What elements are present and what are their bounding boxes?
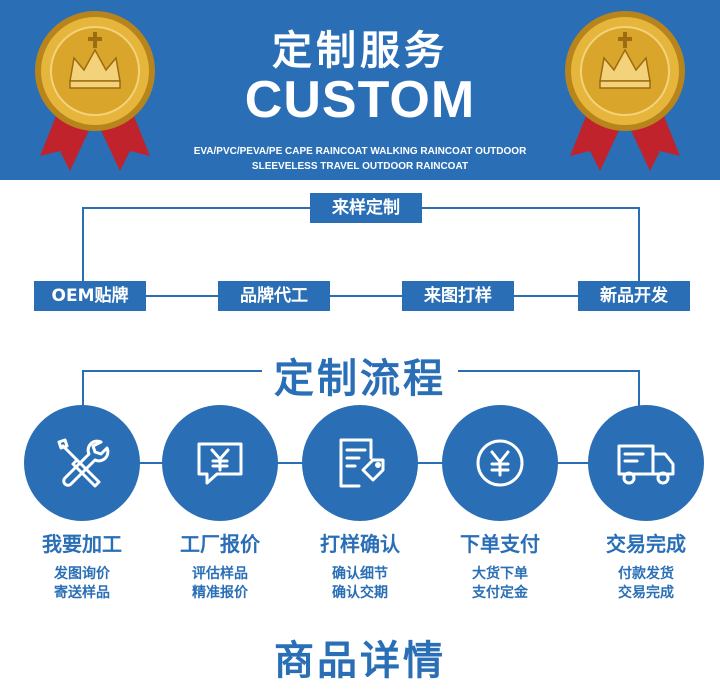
details-title: 商品详情 <box>274 638 446 684</box>
subtitle-line-2: SLEEVELESS TRAVEL OUTDOOR RAINCOAT <box>251 161 469 172</box>
yen-chat-icon <box>197 442 243 485</box>
title-cn: 定制服务 <box>272 28 448 74</box>
step-circle-5 <box>588 405 704 521</box>
tree-bottom-line <box>82 295 640 297</box>
step-desc-5a: 付款发货 <box>618 566 674 582</box>
process-title: 定制流程 <box>0 346 720 404</box>
step-circle-1 <box>24 405 140 521</box>
step-title-5: 交易完成 <box>606 532 686 556</box>
step-desc-3a: 确认细节 <box>332 566 388 582</box>
service-item-brand: 品牌代工 <box>218 281 330 311</box>
step-title-3: 打样确认 <box>320 532 400 556</box>
step-desc-5b: 交易完成 <box>618 585 674 601</box>
step-circle-3 <box>302 405 418 521</box>
step-desc-4a: 大货下单 <box>472 566 528 582</box>
subtitle-line-1: EVA/PVC/PEVA/PE CAPE RAINCOAT WALKING RA… <box>193 146 527 157</box>
tools-icon <box>57 438 110 488</box>
step-title-2: 工厂报价 <box>180 532 260 556</box>
step-desc-2a: 评估样品 <box>192 566 248 582</box>
step-title-4: 下单支付 <box>460 532 540 556</box>
step-circle-2 <box>162 405 278 521</box>
tree-left-vertical <box>82 207 84 281</box>
gold-medal-left-icon <box>35 11 155 171</box>
step-desc-1b: 寄送样品 <box>54 585 110 601</box>
header-banner: 定制服务 CUSTOM EVA/PVC/PEVA/PE CAPE RAINCOA… <box>0 0 720 180</box>
title-en: CUSTOM <box>244 71 476 129</box>
process-right-vertical <box>638 370 640 410</box>
step-desc-1a: 发图询价 <box>54 566 110 582</box>
step-desc-3b: 确认交期 <box>332 585 388 601</box>
service-item-drawing: 来图打样 <box>402 281 514 311</box>
step-title-1: 我要加工 <box>42 532 122 556</box>
yen-coin-icon <box>476 439 524 487</box>
service-item-new: 新品开发 <box>578 281 690 311</box>
document-tag-icon <box>339 438 385 488</box>
process-left-vertical <box>82 370 84 410</box>
tree-right-vertical <box>638 207 640 281</box>
delivery-truck-icon <box>617 444 675 485</box>
process-title-text: 定制流程 <box>262 356 458 402</box>
gold-medal-right-icon <box>565 11 685 171</box>
service-item-oem: OEM贴牌 <box>34 281 146 311</box>
step-circle-4 <box>442 405 558 521</box>
service-top-label: 来样定制 <box>310 193 422 223</box>
step-desc-4b: 支付定金 <box>472 585 528 601</box>
step-desc-2b: 精准报价 <box>192 585 248 601</box>
